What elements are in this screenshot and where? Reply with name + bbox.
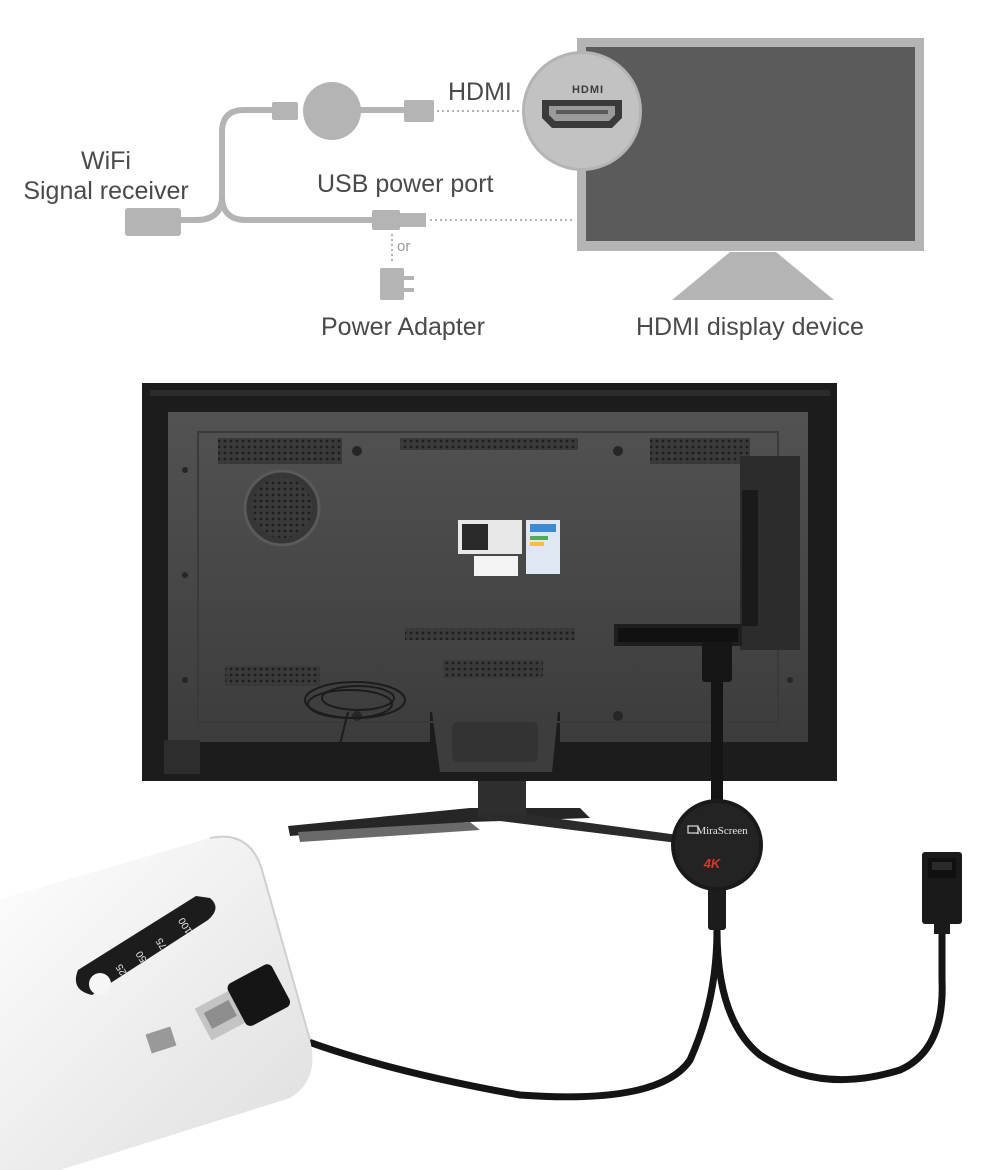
hdmi-display-label: HDMI display device <box>636 313 864 341</box>
wifi-label-line-1: WiFi <box>81 147 131 175</box>
dongle-hdmi-plug <box>404 100 434 122</box>
dongle-cables-photo: MiraScreen 4K <box>288 642 962 1101</box>
dongle-diagram <box>303 82 361 140</box>
usb-power-port-label: USB power port <box>317 170 494 198</box>
power-adapter-icon <box>380 268 414 300</box>
power-adapter-label: Power Adapter <box>321 313 485 341</box>
power-bank-body <box>0 836 313 1170</box>
dongle-brand-text: MiraScreen <box>696 825 748 837</box>
mirascreen-dongle: MiraScreen 4K <box>671 799 763 891</box>
barcode-sticker <box>474 556 518 576</box>
hdmi-label: HDMI <box>448 78 512 106</box>
tv-photo <box>142 383 837 846</box>
usb-plug-diagram <box>372 210 400 230</box>
power-button <box>89 973 111 995</box>
dotted-connectors <box>391 110 572 262</box>
vent-6 <box>443 660 543 678</box>
connection-diagram: HDMI <box>125 38 924 300</box>
usb-plug-tip <box>400 213 426 227</box>
wifi-receiver-label: WiFi Signal receiver <box>20 146 192 206</box>
speaker-grille <box>243 469 321 547</box>
power-bank-photo: 100 75 50 25 <box>0 835 313 1170</box>
vent-5 <box>225 666 320 686</box>
dongle-left-plug <box>272 102 298 120</box>
hdmi-plug-photo <box>702 642 732 682</box>
tv-stand <box>288 775 702 846</box>
tv-back-panel <box>168 412 808 742</box>
hdmi-display-icon <box>577 38 924 300</box>
vent-4 <box>405 628 575 640</box>
coiled-power-cord <box>304 681 406 745</box>
dongle-4k-badge: 4K <box>703 856 722 871</box>
or-label: or <box>397 238 411 255</box>
usb-female-receiver-photo <box>922 852 962 934</box>
hdmi-port-zoom: HDMI <box>522 51 642 171</box>
usb-plug-photo <box>194 964 291 1041</box>
hdmi-port-logo: HDMI <box>572 84 604 96</box>
vent-1 <box>218 438 342 464</box>
rear-ports <box>618 628 738 642</box>
battery-indicator-window: 100 75 50 25 <box>75 896 216 995</box>
power-bank-usb-port <box>145 1026 177 1054</box>
wifi-receiver-diagram <box>125 208 181 236</box>
wifi-label-line-2: Signal receiver <box>23 177 189 205</box>
vent-2 <box>400 438 578 450</box>
diagram-cables <box>179 107 408 223</box>
vent-3 <box>650 438 750 464</box>
